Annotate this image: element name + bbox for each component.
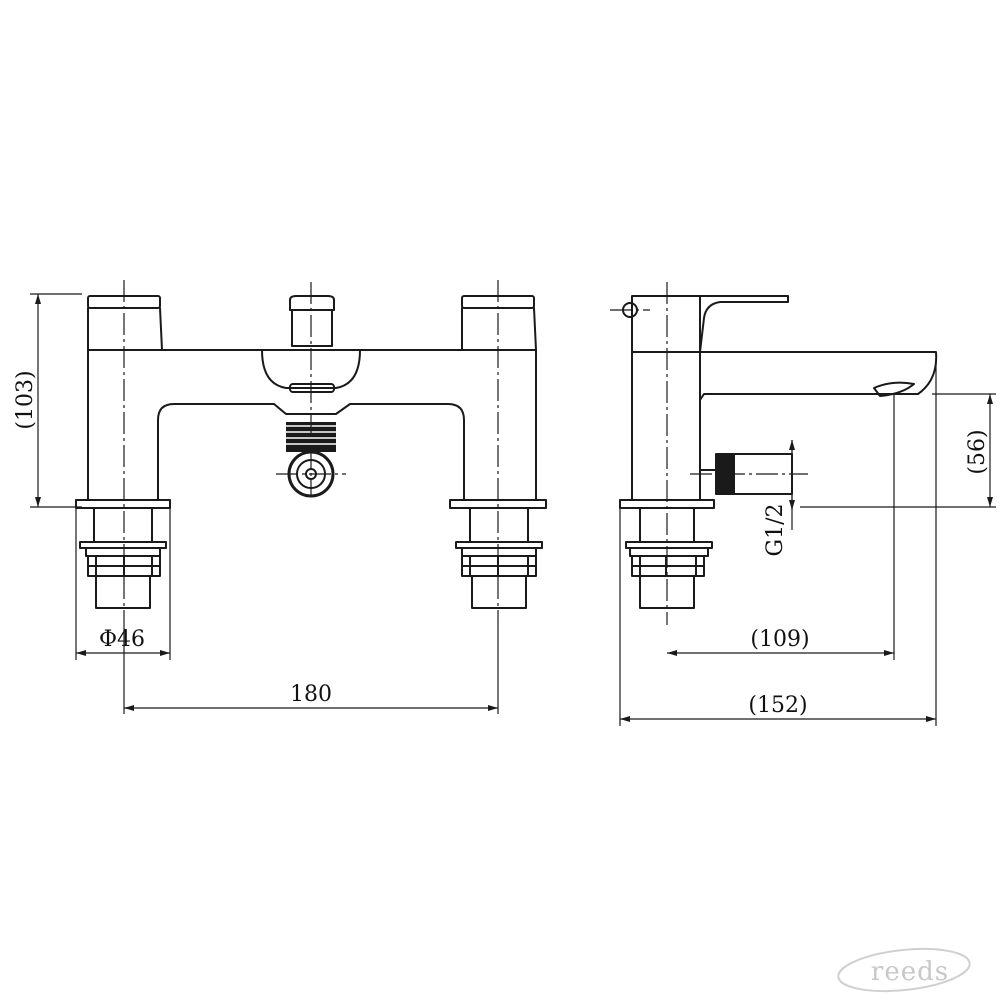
label-diameter-46: Φ46 — [99, 627, 145, 652]
side-view — [610, 282, 938, 625]
dim-diameter-46: Φ46 — [75, 508, 171, 660]
label-reach-109: (109) — [750, 627, 809, 652]
label-thread-g12: G1/2 — [763, 504, 788, 557]
dim-reach-109: (109) — [667, 394, 895, 660]
dim-centres-180: 180 — [123, 625, 499, 714]
dim-outlet-56: (56) — [800, 393, 996, 508]
dim-thread-g12: G1/2 — [763, 440, 795, 557]
watermark-text: reeds — [871, 957, 949, 987]
left-mounting — [75, 499, 171, 609]
label-height-103: (103) — [13, 370, 38, 429]
label-outlet-56: (56) — [965, 429, 990, 474]
right-handle — [461, 295, 537, 351]
reeds-logo: reeds — [837, 947, 971, 993]
label-depth-152: (152) — [748, 693, 807, 718]
left-handle — [87, 295, 163, 351]
front-view — [75, 280, 547, 625]
diverter-knob — [289, 295, 335, 347]
label-centres-180: 180 — [290, 682, 332, 707]
dim-height-103: (103) — [13, 293, 82, 508]
right-mounting — [449, 499, 547, 609]
dim-depth-152: (152) — [619, 360, 937, 726]
